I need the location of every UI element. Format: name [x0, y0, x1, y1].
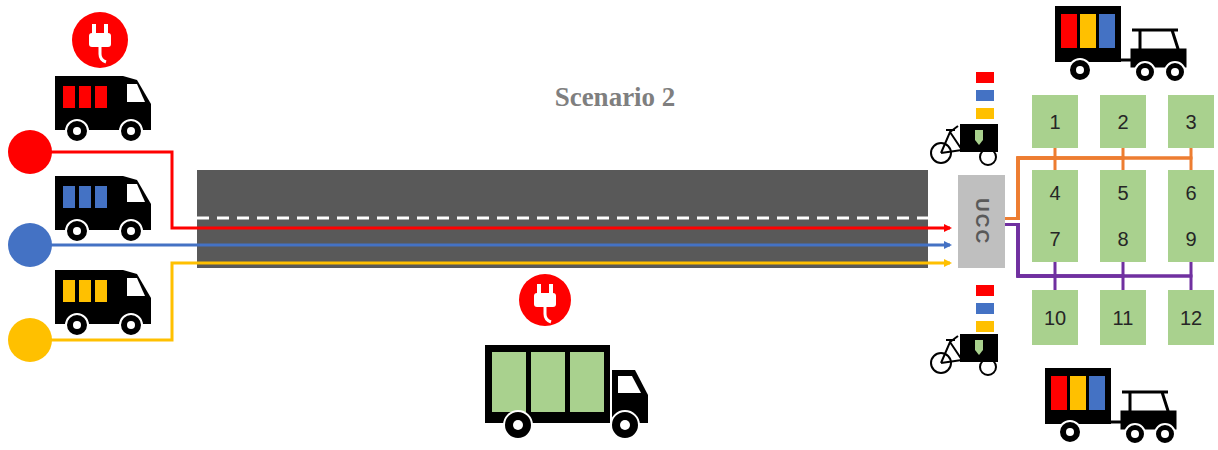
electric-cart [1055, 6, 1185, 82]
plug-icon [519, 274, 571, 326]
delivery-zone-box: 2 [1100, 95, 1146, 148]
zone-number: 2 [1117, 111, 1128, 133]
delivery-route [1005, 148, 1123, 219]
cargo-bike [931, 334, 998, 375]
zone-number: 9 [1185, 228, 1196, 250]
delivery-route [1005, 225, 1055, 277]
van [55, 76, 151, 142]
delivery-zone-box: 11 [1100, 290, 1146, 345]
delivery-route [1005, 225, 1123, 277]
zone-number: 4 [1049, 182, 1060, 204]
zone-number: 5 [1117, 182, 1128, 204]
origin-routes [8, 130, 950, 362]
delivery-route [1005, 225, 1191, 277]
zone-number: 3 [1185, 111, 1196, 133]
delivery-route [1005, 225, 1055, 291]
delivery-route [1005, 225, 1191, 291]
consolidation-centre-box: UCC [958, 175, 1005, 268]
delivery-route [1005, 158, 1123, 219]
delivery-zone-box: 69 [1168, 170, 1214, 262]
delivery-route [1005, 148, 1055, 219]
delivery-zone-box: 1 [1032, 95, 1078, 148]
delivery-zone-box: 12 [1168, 290, 1214, 345]
zone-number: 8 [1117, 228, 1128, 250]
delivery-route [1005, 158, 1055, 219]
zone-number: 10 [1044, 307, 1066, 329]
delivery-route [1005, 148, 1191, 219]
delivery-zone-box: 10 [1032, 290, 1078, 345]
zone-number: 12 [1180, 307, 1202, 329]
delivery-zone-box: 47 [1032, 170, 1078, 262]
road [197, 170, 928, 268]
node-label: UCC [971, 198, 992, 245]
plug-icon [72, 12, 128, 68]
delivery-route [1005, 158, 1191, 219]
delivery-route [1005, 225, 1123, 291]
zone-number: 7 [1049, 228, 1060, 250]
delivery-zone-box: 3 [1168, 95, 1214, 148]
van [55, 176, 151, 242]
zone-number: 11 [1113, 307, 1134, 329]
truck [485, 345, 648, 439]
van [55, 270, 151, 336]
zone-number: 6 [1185, 182, 1196, 204]
zone-number: 1 [1049, 111, 1060, 133]
electric-cart [1045, 368, 1175, 444]
diagram-title: Scenario 2 [470, 82, 760, 113]
cargo-bike [931, 124, 998, 165]
delivery-zone-box: 58 [1100, 170, 1146, 262]
